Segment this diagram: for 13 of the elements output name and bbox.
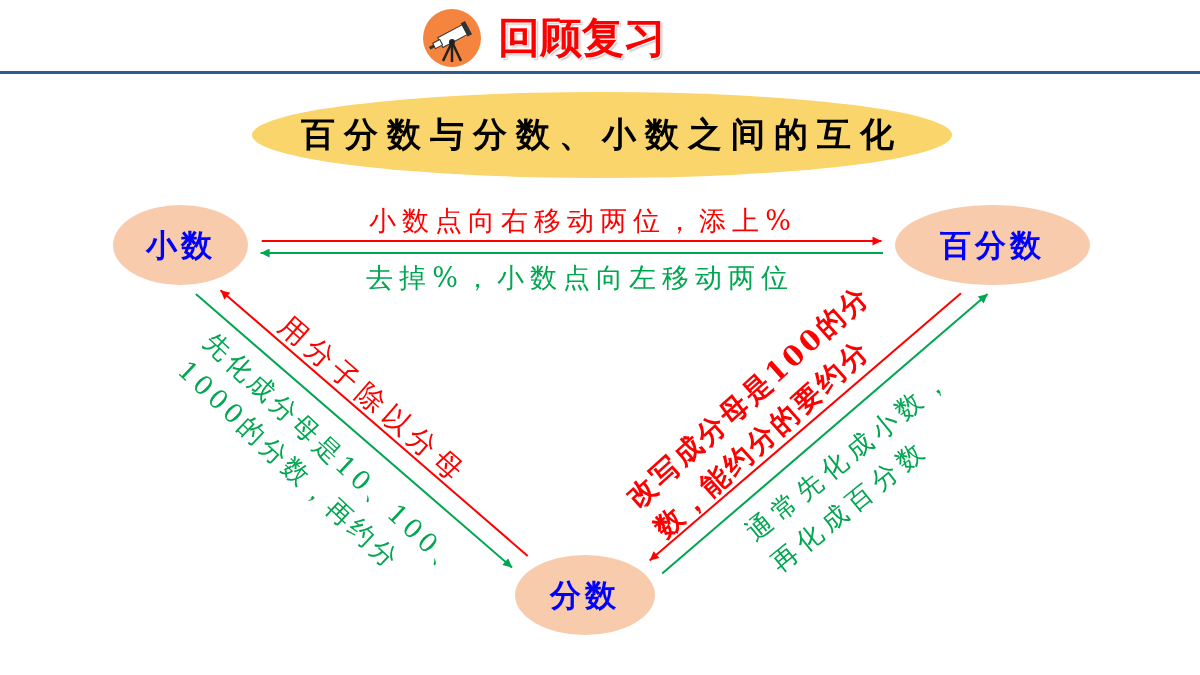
arrow xyxy=(259,248,884,258)
edge-label: 去掉%，小数点向左移动两位 xyxy=(366,261,794,295)
arrow xyxy=(219,289,529,557)
edge-label: 小数点向右移动两位，添上% xyxy=(369,204,797,238)
arrow xyxy=(648,292,962,562)
arrow xyxy=(260,236,883,246)
page-title: 回顾复习 xyxy=(498,14,666,62)
oval-node: 百分数 xyxy=(895,205,1090,285)
arrow xyxy=(661,293,989,575)
banner-ellipse: 百分数与分数、小数之间的互化 xyxy=(252,92,952,178)
arrow xyxy=(194,293,514,569)
oval-node: 小数 xyxy=(113,205,248,285)
oval-node: 分数 xyxy=(515,555,655,635)
